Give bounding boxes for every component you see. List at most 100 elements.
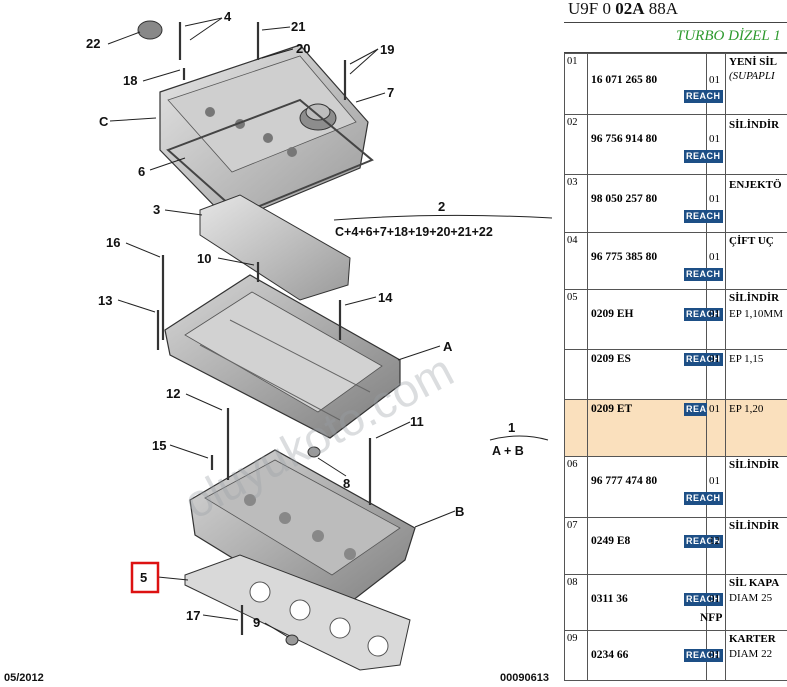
diagram-reference: 00090613 [500, 672, 549, 684]
description-sub: EP 1,20 [729, 403, 764, 415]
description-title: KARTER [729, 633, 776, 645]
description-title: SİLİNDİR [729, 459, 780, 471]
part-code: 96 777 474 80 [591, 475, 658, 487]
callout-5-highlight[interactable] [130, 561, 160, 594]
row-number: 06 [564, 456, 588, 518]
row-number: 09 [564, 630, 588, 681]
leader-lines [107, 17, 553, 638]
callout-4: 4 [224, 9, 232, 24]
cylinder-head [189, 449, 416, 619]
row-number: 08 [564, 574, 588, 631]
callout-13: 13 [98, 293, 112, 308]
callout-16: 16 [106, 235, 120, 250]
panel-subtitle: TURBO DİZEL 1 [676, 28, 781, 44]
description-sub: EP 1,15 [729, 353, 764, 365]
callout-B: B [455, 504, 464, 519]
description-sub: EP 1,10MM [729, 308, 783, 320]
plug-8 [307, 446, 321, 458]
part-code: 96 775 385 80 [591, 251, 658, 263]
callout-A: A [443, 339, 453, 354]
callout-7: 7 [387, 85, 394, 100]
row-number: 03 [564, 174, 588, 233]
description-title: ENJEKTÖ [729, 179, 782, 191]
description-title: ÇİFT UÇ [729, 235, 774, 247]
quantity: 01 [709, 74, 720, 86]
callout-19: 19 [380, 42, 394, 57]
quantity: 01 [709, 251, 720, 263]
row-number: 01 [564, 53, 588, 115]
callout-14: 14 [378, 290, 393, 305]
diagram-date: 05/2012 [4, 672, 44, 684]
callout-1: 1 [508, 420, 515, 435]
group-2-formula: C+4+6+7+18+19+20+21+22 [335, 225, 493, 239]
callout-8: 8 [343, 476, 350, 491]
callout-10: 10 [197, 251, 211, 266]
row-number: 07 [564, 517, 588, 575]
injector-cover-part [199, 194, 351, 301]
description-title: SİLİNDİR [729, 292, 780, 304]
part-code: 0249 E8 [591, 535, 631, 547]
cover-gasket [166, 98, 374, 216]
callout-3: 3 [153, 202, 160, 217]
callout-2: 2 [438, 199, 445, 214]
part-code: 0311 36 [591, 593, 628, 605]
quantity: 01 [709, 133, 720, 145]
description-title: SİLİNDİR [729, 520, 780, 532]
description-title: YENİ SİL [729, 56, 777, 68]
quantity: 01 [709, 403, 720, 415]
description-sub: (SUPAPLI [729, 70, 775, 82]
callout-22: 22 [86, 36, 100, 51]
callout-6: 6 [138, 164, 145, 179]
callout-15: 15 [152, 438, 166, 453]
quantity: 12 [709, 535, 720, 547]
callout-17: 17 [186, 608, 200, 623]
head-gasket [184, 554, 411, 671]
quantity: 01 [709, 475, 720, 487]
callout-12: 12 [166, 386, 180, 401]
part-code: 0209 ES [591, 353, 631, 365]
row-number: 02 [564, 114, 588, 175]
plug-9 [285, 634, 299, 646]
callout-C: C [99, 114, 109, 129]
description-sub: DIAM 25 [729, 592, 773, 604]
callout-18: 18 [123, 73, 137, 88]
parts-list-panel: U9F 0 02A 88A TURBO DİZEL 1 01 16 071 26… [564, 0, 787, 687]
part-code: 16 071 265 80 [591, 74, 658, 86]
group-1-formula: A + B [492, 444, 524, 458]
callout-11: 11 [410, 414, 424, 429]
quantity: 01 [709, 593, 720, 605]
panel-title: U9F 0 02A 88A [568, 0, 679, 18]
panel-header: U9F 0 02A 88A [564, 0, 787, 23]
quantity: 01 [709, 193, 720, 205]
part-code: 0209 ET [591, 403, 633, 415]
callout-9: 9 [253, 615, 260, 630]
part-code: 96 756 914 80 [591, 133, 658, 145]
cylinder-head-cover [159, 44, 369, 223]
part-code: 0234 66 [591, 649, 629, 661]
exploded-parts-diagram: 22 4 21 20 19 18 7 C 6 3 2 C+4+6+7+18+19… [4, 9, 553, 684]
callout-5: 5 [140, 570, 147, 585]
description-sub: DIAM 22 [729, 648, 773, 660]
part-code: 98 050 257 80 [591, 193, 658, 205]
oil-filler-cap [137, 20, 163, 40]
callout-21: 21 [291, 19, 305, 34]
description-title: SİLİNDİR [729, 119, 780, 131]
panel-subtitle-bar: TURBO DİZEL 1 [564, 23, 787, 53]
description-title: SİL KAPA [729, 577, 780, 589]
camshaft-housing [164, 274, 401, 439]
quantity: 01 [709, 308, 720, 320]
bolts [156, 22, 372, 635]
callout-20: 20 [296, 41, 310, 56]
